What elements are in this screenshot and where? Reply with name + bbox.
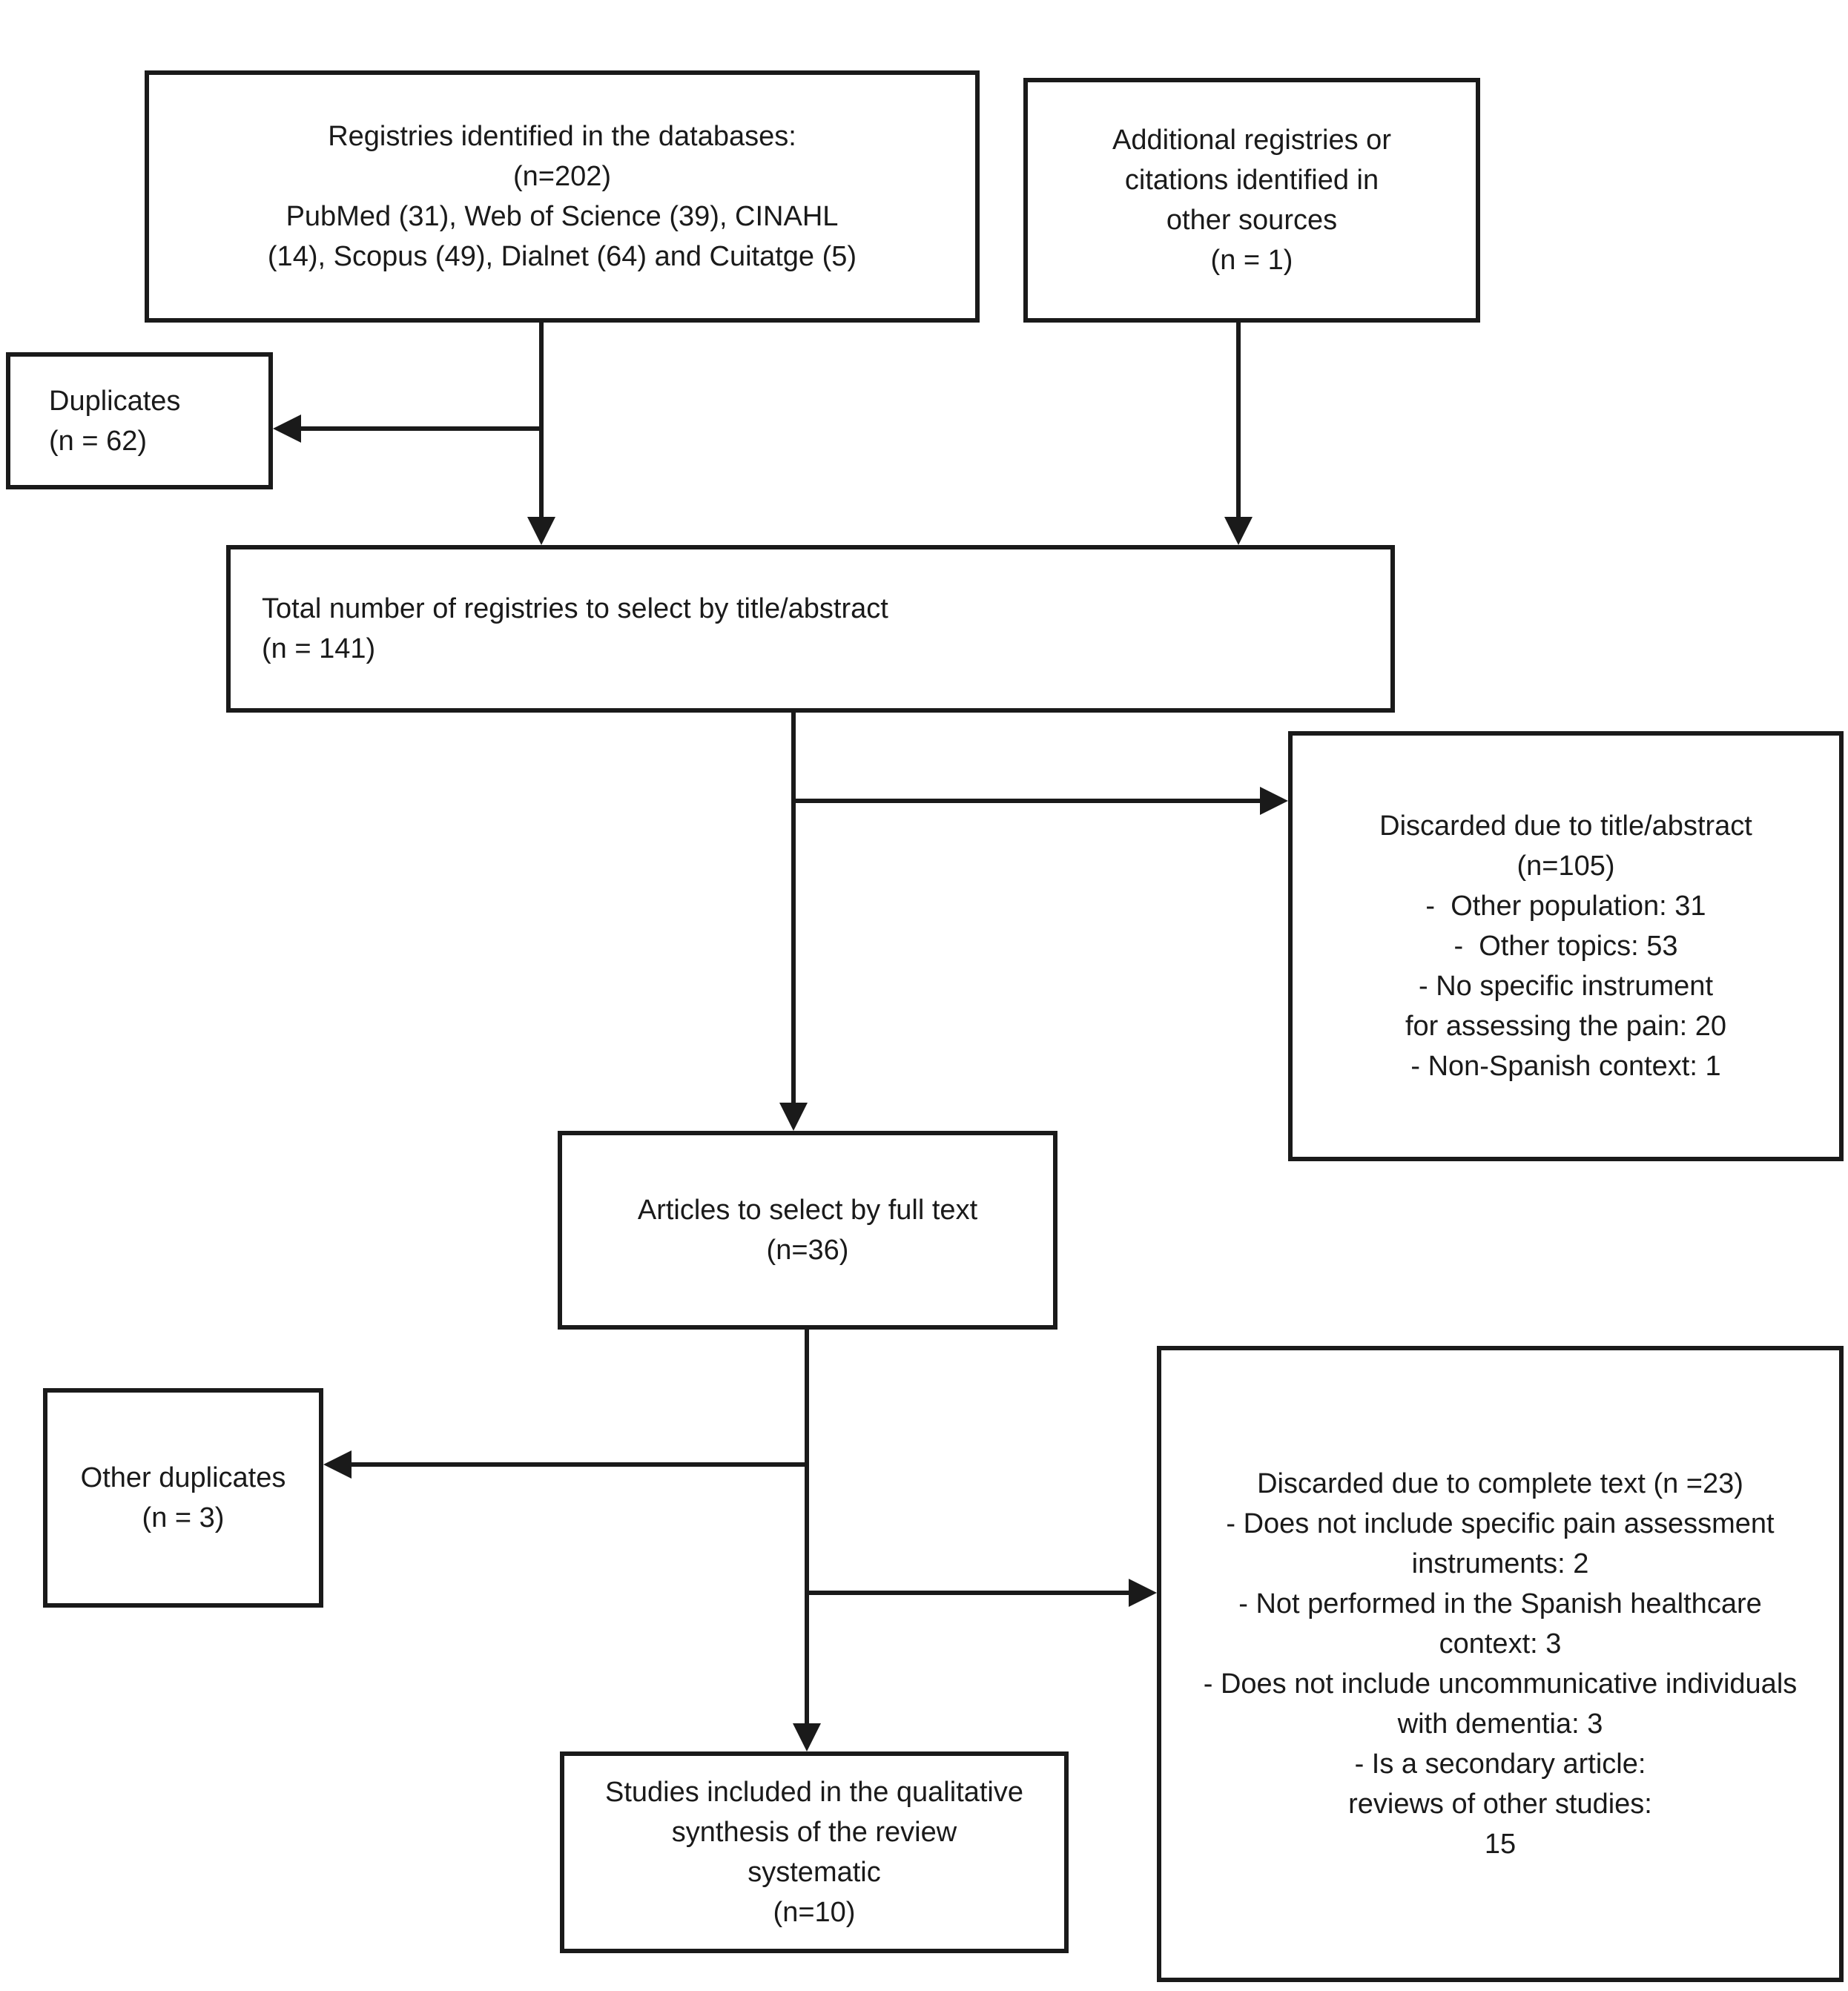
text-line: with dementia: 3	[1397, 1708, 1603, 1740]
box-discarded-title-abstract: Discarded due to title/abstract (n=105) - …	[1288, 731, 1844, 1161]
connector-to-discarded-complete	[807, 1591, 1129, 1595]
text-line: (n=202)	[512, 161, 612, 192]
text-line: (14), Scopus (49), Dialnet (64) and Cuit…	[267, 241, 857, 272]
box-articles-full-text: Articles to select by full text (n=36)	[558, 1131, 1057, 1330]
text-line: Additional registries or	[1112, 125, 1391, 156]
arrowhead-down-icon	[1224, 517, 1253, 545]
text-line: - Does not include uncommunicative indiv…	[1203, 1668, 1798, 1700]
box-additional-registries: Additional registries or citations identi…	[1023, 78, 1480, 323]
text-line: Discarded due to title/abstract	[1379, 810, 1752, 842]
text-line: - No specific instrument	[1418, 971, 1713, 1002]
text-line: (n = 1)	[1210, 245, 1293, 276]
text-line: Articles to select by full text	[637, 1195, 978, 1226]
text-line: Total number of registries to select by …	[262, 593, 888, 624]
box-registries-identified: Registries identified in the databases: (…	[145, 70, 980, 323]
arrowhead-down-icon	[793, 1723, 821, 1751]
text-line: context: 3	[1439, 1628, 1562, 1660]
text-line: 15	[1484, 1829, 1517, 1860]
box-studies-included: Studies included in the qualitative synth…	[560, 1751, 1069, 1953]
connector-to-other-duplicates	[352, 1462, 807, 1467]
text-line: Discarded due to complete text (n =23)	[1257, 1468, 1743, 1499]
text-line: reviews of other studies:	[1348, 1789, 1652, 1820]
connector-to-duplicates	[301, 426, 541, 431]
text-line: (n=36)	[766, 1235, 849, 1266]
box-duplicates: Duplicates (n = 62)	[6, 352, 273, 489]
text-line: (n = 3)	[142, 1502, 225, 1533]
box-total-registries: Total number of registries to select by …	[226, 545, 1395, 713]
text-line: - Is a secondary article:	[1354, 1749, 1646, 1780]
arrowhead-left-icon	[323, 1450, 352, 1479]
box-discarded-complete-text: Discarded due to complete text (n =23) - …	[1157, 1346, 1844, 1982]
text-line: instruments: 2	[1411, 1548, 1589, 1579]
arrowhead-down-icon	[779, 1103, 808, 1131]
arrowhead-right-icon	[1129, 1579, 1157, 1607]
text-line: Registries identified in the databases:	[328, 121, 796, 152]
text-line: for assessing the pain: 20	[1405, 1011, 1727, 1042]
text-line: citations identified in	[1124, 165, 1379, 196]
box-other-duplicates: Other duplicates (n = 3)	[43, 1388, 323, 1608]
text-line: Other duplicates	[80, 1462, 286, 1493]
connector-additional-to-total	[1236, 323, 1241, 517]
text-line: (n = 141)	[262, 633, 376, 664]
connector-fulltext-to-included	[805, 1330, 809, 1723]
arrowhead-down-icon	[527, 517, 555, 545]
text-line: (n=10)	[773, 1897, 856, 1928]
text-line: other sources	[1166, 205, 1338, 236]
connector-total-to-fulltext	[791, 712, 796, 1103]
arrowhead-right-icon	[1260, 787, 1288, 815]
connector-to-discarded-title	[793, 799, 1260, 803]
text-line: - Not performed in the Spanish healthcar…	[1238, 1588, 1762, 1619]
text-line: systematic	[748, 1857, 881, 1888]
text-line: synthesis of the review	[671, 1817, 957, 1848]
text-line: - Other topics: 53	[1453, 931, 1678, 962]
text-line: (n = 62)	[49, 425, 148, 457]
text-line: - Other population: 31	[1425, 891, 1706, 922]
connector-identified-to-total	[539, 323, 544, 517]
text-line: Studies included in the qualitative	[604, 1777, 1024, 1808]
text-line: - Non-Spanish context: 1	[1410, 1051, 1721, 1082]
text-line: PubMed (31), Web of Science (39), CINAHL	[286, 201, 839, 232]
text-line: - Does not include specific pain assessm…	[1226, 1508, 1775, 1539]
arrowhead-left-icon	[273, 415, 301, 443]
text-line: (n=105)	[1517, 851, 1615, 882]
text-line: Duplicates	[49, 385, 181, 417]
